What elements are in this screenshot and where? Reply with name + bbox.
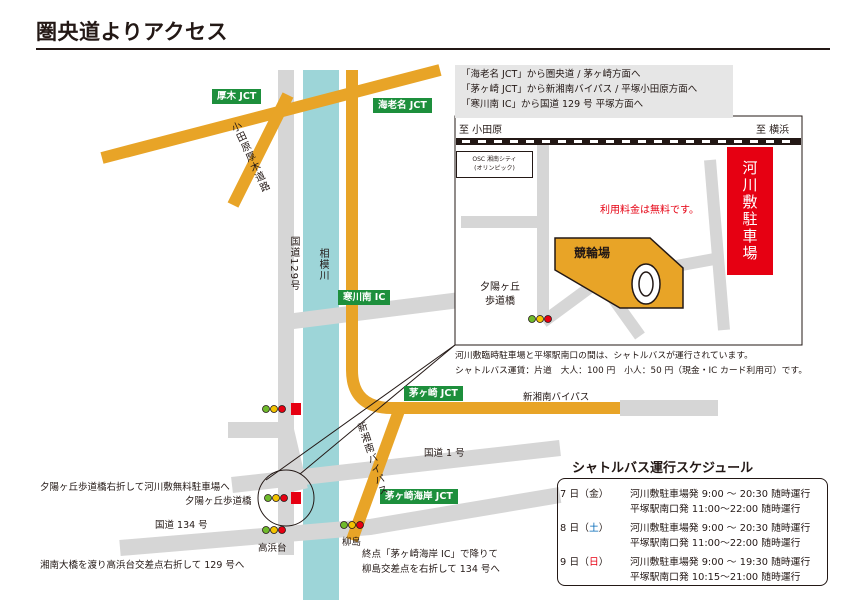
access-note: 「海老名 JCT」から圏央道 / 茅ヶ崎方面へ (461, 69, 641, 80)
osc-shonan-city: OSC 湘南シティ (オリンピック) (456, 151, 533, 178)
ken-o-expressway-east (100, 64, 442, 164)
shonan-bridge-label: 湘南大橋を渡り高浜台交差点右折して 129 号へ (40, 560, 245, 571)
schedule-weekday: 金 (588, 489, 599, 500)
schedule-date: 7 日 (560, 489, 580, 500)
traffic-light-inset (528, 315, 552, 323)
parking-marker-lower (291, 492, 301, 504)
riverbed-parking-tag: 河川敷駐車場 (727, 147, 773, 275)
route-129-upper (284, 292, 462, 330)
ebina-jct-tag: 海老名 JCT (373, 98, 432, 113)
traffic-light-takahamadai (262, 526, 286, 534)
route-1-label: 国道 1 号 (424, 448, 465, 459)
ken-o-expressway-south (346, 70, 620, 414)
schedule-line: 河川敷駐車場発 9:00 ～ 20:30 随時運行 (630, 489, 811, 500)
yanagishima-label: 柳島 (342, 537, 362, 548)
shinshonan-bypass-south (346, 405, 406, 543)
access-note: 「茅ヶ崎 JCT」から新湘南バイパス / 平塚小田原方面へ (461, 84, 698, 95)
takahamadai-label: 高浜台 (258, 543, 287, 554)
osc-line2: (オリンピック) (474, 165, 515, 172)
schedule-line: 河川敷駐車場発 9:00 ～ 20:30 随時運行 (630, 523, 811, 534)
sagami-river (303, 70, 339, 600)
inset-leader-2 (265, 344, 456, 481)
shinshonan-label: 新湘南バイパス (523, 392, 590, 403)
schedule-line: 平塚駅南口発 11:00～22:00 随時運行 (630, 538, 801, 549)
odawara-atsugi-road (227, 92, 294, 208)
shuttle-notes: 河川敷臨時駐車場と平塚駅南口の間は、シャトルバスが運行されています。 シャトルバ… (455, 349, 807, 379)
schedule-line: 河川敷駐車場発 9:00 ～ 19:30 随時運行 (630, 557, 811, 568)
samukawa-ic-tag: 寒川南 IC (338, 290, 391, 305)
keirin-label: 競輪場 (574, 246, 611, 260)
terminal-line2: 柳島交差点を右折して 134 号へ (362, 564, 500, 575)
bridge-line2: 歩道橋 (485, 296, 515, 307)
schedule-day-3: 9 日（日） (560, 557, 609, 568)
schedule-day-2: 8 日（土） (560, 523, 609, 534)
chigasaki-kaigan-jct-tag: 茅ヶ崎海岸 JCT (380, 489, 458, 504)
schedule-weekday: 土 (588, 523, 599, 534)
schedule-date: 9 日 (560, 557, 580, 568)
access-note: 「寒川南 IC」から国道 129 号 平塚方面へ (461, 99, 644, 110)
traffic-light-yuhigaoka (264, 494, 288, 502)
access-notes: 「海老名 JCT」から圏央道 / 茅ヶ崎方面へ 「茅ヶ崎 JCT」から新湘南バイ… (455, 65, 733, 118)
free-parking-note: 利用料金は無料です。 (600, 205, 699, 216)
railway-ties (462, 140, 790, 143)
bridge-line1: 夕陽ヶ丘 (480, 282, 520, 293)
keirin-track-outer (631, 263, 661, 305)
sagami-river-label: 相模川 (317, 248, 328, 281)
schedule-box (557, 478, 828, 586)
atsugi-jct-tag: 厚木 JCT (212, 89, 262, 104)
schedule-day-1: 7 日（金） (560, 489, 609, 500)
yuhigaoka-bridge-inset: 夕陽ヶ丘 歩道橋 (480, 281, 520, 309)
keirin-track-inner (638, 271, 654, 297)
parking-marker-upper (291, 403, 301, 415)
chigasaki-jct-tag: 茅ヶ崎 JCT (404, 386, 463, 401)
shuttle-note: シャトルバス運賃：片道 大人：100 円 小人：50 円（現金・IC カード利用… (455, 366, 808, 376)
title-rule (36, 48, 830, 50)
traffic-light-yanagishima (340, 521, 364, 529)
schedule-title: シャトルバス運行スケジュール (572, 461, 754, 476)
terminal-note: 終点「茅ヶ崎海岸 IC」で降りて 柳島交差点を右折して 134 号へ (362, 547, 500, 577)
inset-leader-1 (299, 344, 456, 475)
traffic-light-upper (262, 405, 286, 413)
to-odawara-label: 至 小田原 (459, 125, 503, 136)
yuhigaoka-bridge-label: 夕陽ヶ丘歩道橋 (185, 496, 252, 507)
route-1-road (231, 440, 561, 493)
schedule-weekday: 日 (588, 557, 599, 568)
page-title: 圏央道よりアクセス (36, 20, 229, 44)
yuhigaoka-turn-label: 夕陽ヶ丘歩道橋右折して河川敷無料駐車場へ (40, 482, 230, 493)
terminal-line1: 終点「茅ヶ崎海岸 IC」で降りて (362, 549, 498, 560)
to-yokohama-label: 至 横浜 (756, 125, 790, 136)
route-134-road (119, 487, 562, 556)
inset-road-v2 (704, 159, 730, 331)
side-road-b (278, 428, 308, 492)
parking-area-circle (257, 469, 315, 527)
schedule-line: 平塚駅南口発 10:15～21:00 随時運行 (630, 572, 801, 583)
schedule-date: 8 日 (560, 523, 580, 534)
shuttle-note: 河川敷臨時駐車場と平塚駅南口の間は、シャトルバスが運行されています。 (455, 351, 753, 361)
route-129-label: 国道129号 (288, 236, 299, 292)
schedule-line: 平塚駅南口発 11:00～22:00 随時運行 (630, 504, 801, 515)
osc-line1: OSC 湘南シティ (472, 156, 517, 163)
route-134-label: 国道 134 号 (155, 520, 208, 531)
